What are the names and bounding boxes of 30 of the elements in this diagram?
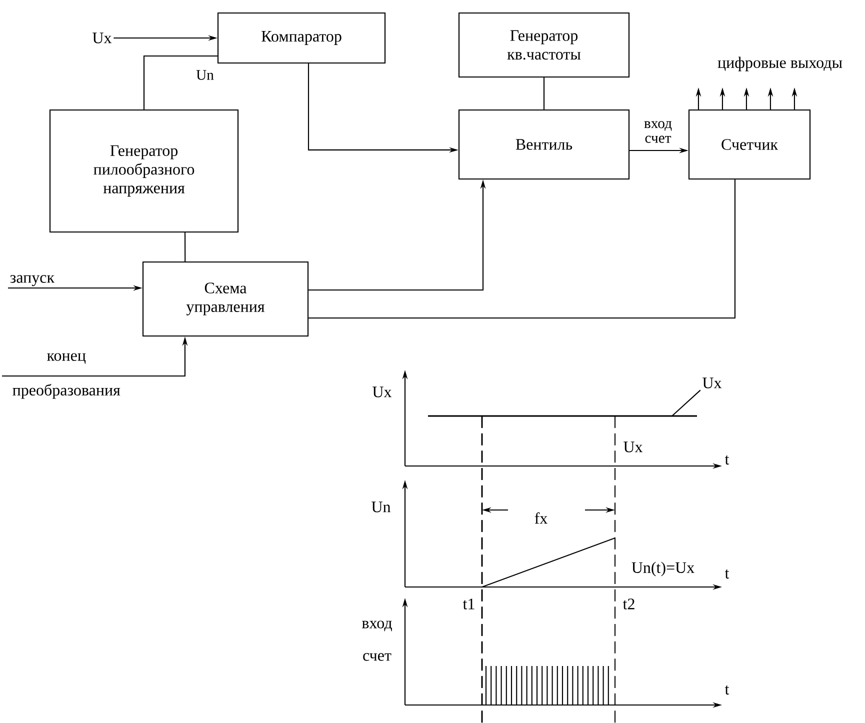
output-label: цифровые выходы — [718, 56, 842, 72]
edge-label: вход счет — [636, 120, 680, 144]
connector-line — [308, 180, 736, 319]
process-box: Компаратор — [217, 12, 386, 64]
axis-label: вход — [362, 620, 392, 632]
axis-label: Un — [372, 502, 391, 512]
axis-label: t — [724, 569, 730, 579]
axis-label: t — [724, 685, 730, 695]
interval-label: fx — [534, 512, 548, 524]
signal-label: Un(t)=Ux — [632, 562, 694, 576]
process-box: Генератор пилообразного напряжения — [49, 109, 239, 233]
connector-line — [184, 232, 186, 262]
process-box: Генератор кв.частоты — [458, 12, 630, 78]
time-label: t2 — [622, 598, 634, 610]
input-label: Ux — [92, 32, 112, 44]
time-label: t1 — [462, 598, 474, 610]
process-box: Схема управления — [142, 261, 309, 337]
process-box: Вентиль — [458, 109, 630, 180]
input-label: запуск — [10, 275, 55, 286]
signal-label: Ux — [702, 378, 722, 388]
process-box: Счетчик — [688, 109, 811, 180]
edge-label: Un — [188, 68, 222, 82]
axis-label: счет — [363, 653, 392, 661]
input-label: конец преобразования — [12, 353, 120, 399]
connector-line — [543, 78, 545, 110]
connector-line — [143, 55, 218, 110]
axis-label: Ux — [372, 386, 392, 398]
leader-line — [672, 390, 701, 416]
axis-label: t — [724, 455, 730, 465]
signal-label: Ux — [624, 442, 643, 452]
